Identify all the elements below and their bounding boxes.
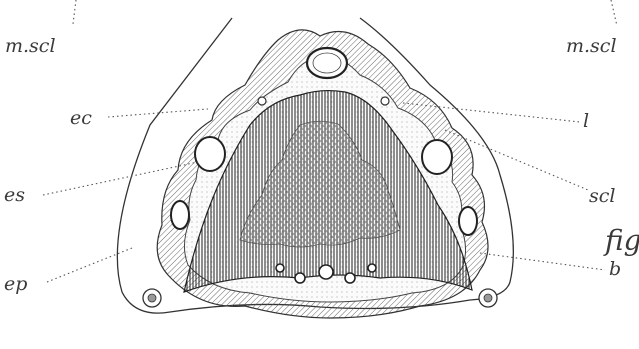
label-ep: ep (4, 273, 27, 295)
label-l: l (583, 110, 589, 132)
left-oval-cavity-1 (195, 137, 225, 171)
label-es: es (4, 184, 25, 206)
leader-m-scl-left (73, 0, 76, 24)
label-fig: fig (603, 224, 639, 257)
right-oval-cavity-2 (459, 207, 477, 235)
leader-m-scl-right (611, 0, 617, 26)
leader-b (480, 253, 605, 270)
label-b: b (609, 258, 621, 280)
leader-ec (108, 109, 208, 117)
label-m-scl-left: m.scl (5, 35, 56, 57)
label-ec: ec (70, 107, 92, 129)
right-oval-cavity-1 (422, 140, 452, 174)
left-oval-cavity-2 (171, 201, 189, 229)
label-m-scl-right: m.scl (566, 35, 617, 57)
label-scl: scl (589, 185, 615, 207)
